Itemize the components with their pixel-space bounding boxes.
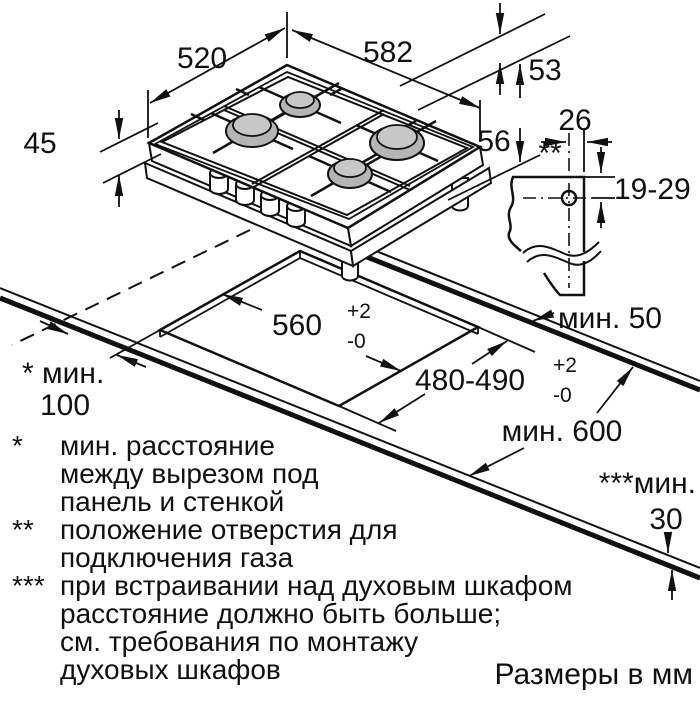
grate-frame bbox=[159, 75, 470, 217]
footnote-text: между вырезом под bbox=[60, 458, 318, 489]
arrowhead bbox=[487, 341, 507, 357]
extension-line bbox=[99, 122, 159, 153]
arrowhead bbox=[495, 63, 505, 84]
arrowhead bbox=[114, 118, 124, 139]
arrowhead bbox=[616, 367, 633, 387]
extension-line bbox=[102, 153, 162, 184]
footnote-text: положение отверстия для bbox=[60, 514, 398, 545]
burners bbox=[225, 91, 425, 189]
extension-line bbox=[338, 405, 397, 432]
gas-connection-detail bbox=[507, 129, 615, 297]
arrowhead bbox=[264, 28, 285, 42]
min-rear-gap-label: мин. 50 bbox=[558, 302, 662, 335]
arrowhead bbox=[587, 137, 608, 147]
burner-cap bbox=[232, 113, 272, 137]
grate-finger bbox=[313, 109, 342, 125]
grate-end-tick bbox=[190, 112, 205, 122]
cutout-width-tol-minus: -0 bbox=[347, 330, 366, 353]
arrowhead bbox=[515, 64, 525, 85]
arrowhead bbox=[495, 13, 505, 34]
extension-line bbox=[417, 35, 571, 111]
burner-cap bbox=[376, 124, 418, 150]
grate-end-tick bbox=[235, 87, 250, 97]
cutout-depth-tol-minus: -0 bbox=[553, 384, 572, 407]
footnote-text: см. требования по монтажу bbox=[60, 626, 418, 657]
dimension-annotations: 520 582 45 53 56 26 ** 19-29 560 + bbox=[22, 3, 696, 600]
arrowhead bbox=[596, 152, 606, 173]
arrowhead bbox=[533, 309, 555, 321]
arrowhead bbox=[150, 89, 171, 103]
footnote-text: подключения газа bbox=[60, 542, 294, 573]
arrowhead bbox=[117, 355, 139, 367]
dim-cutout-width-label: 560 bbox=[272, 309, 322, 342]
worktop-back-edge-thick bbox=[366, 254, 700, 393]
min-left-gap-label: * мин. bbox=[22, 357, 104, 390]
dim-body-height-label: 53 bbox=[528, 54, 561, 87]
arrowhead bbox=[458, 96, 480, 108]
grate-finger bbox=[258, 85, 287, 101]
dim-hob-depth-label: 520 bbox=[177, 42, 227, 75]
arrowhead bbox=[379, 408, 400, 423]
arrowhead bbox=[222, 294, 244, 306]
arrowhead bbox=[114, 175, 124, 196]
min-oven-gap-label: ***мин. bbox=[599, 467, 696, 500]
arrowhead bbox=[380, 358, 401, 371]
min-oven-gap-value: 30 bbox=[649, 503, 682, 536]
units-note: Размеры в мм bbox=[494, 658, 693, 691]
arrowhead bbox=[663, 532, 673, 553]
footnote-text: расстояние должно быть больше; bbox=[60, 598, 501, 629]
gas-hole-footnote-marker: ** bbox=[538, 137, 562, 170]
footnote-text: мин. расстояние bbox=[60, 430, 275, 461]
worktop-front-edge-thick bbox=[0, 295, 700, 581]
detail-profile-lower bbox=[542, 261, 586, 297]
dim-hob-width-label: 582 bbox=[363, 36, 413, 69]
worktop-front-edge-thin bbox=[0, 287, 700, 569]
extension-line bbox=[399, 13, 546, 87]
cutout-depth-tol-plus: +2 bbox=[553, 354, 577, 377]
arrowhead bbox=[292, 30, 314, 42]
min-left-gap-value: 100 bbox=[40, 389, 90, 422]
dim-cutout-depth-label: 480-490 bbox=[415, 364, 525, 397]
hob-rim bbox=[152, 71, 476, 220]
dim-gas-offset-label: 26 bbox=[558, 104, 591, 137]
dim-total-height-label: 56 bbox=[477, 125, 510, 158]
arrowhead bbox=[515, 141, 525, 162]
arrowhead bbox=[667, 570, 677, 591]
break-line bbox=[526, 250, 602, 266]
footnote-marker: *** bbox=[12, 570, 45, 601]
arrowhead bbox=[545, 137, 566, 147]
burner-cap bbox=[285, 91, 315, 109]
extension-line bbox=[447, 154, 541, 201]
dim-gas-depth-label: 19-29 bbox=[614, 173, 691, 206]
arrowhead bbox=[469, 462, 490, 476]
arrowhead bbox=[47, 321, 68, 334]
worktop-back-edge-thin bbox=[375, 250, 700, 382]
arrowhead bbox=[596, 202, 606, 223]
extension-line bbox=[477, 326, 536, 353]
footnotes-block: * мин. расстояние между вырезом под пане… bbox=[12, 430, 693, 691]
footnote-marker: ** bbox=[12, 514, 34, 545]
hob-isometric-view bbox=[143, 63, 493, 282]
grate-end-tick bbox=[329, 87, 342, 97]
dim-line-hob-depth bbox=[149, 27, 286, 104]
footnote-text: при встраивании над духовым шкафом bbox=[60, 570, 573, 601]
cutout-width-tol-plus: +2 bbox=[347, 300, 371, 323]
footnote-text: духовых шкафов bbox=[60, 654, 281, 685]
footnote-text: панель и стенкой bbox=[60, 486, 284, 517]
dim-front-height-label: 45 bbox=[23, 127, 56, 160]
burner-cap bbox=[333, 158, 367, 178]
grate-finger bbox=[312, 81, 340, 100]
footnote-marker: * bbox=[12, 430, 23, 461]
min-worktop-depth-label: мин. 600 bbox=[502, 415, 623, 448]
extension-line bbox=[109, 329, 161, 359]
break-line bbox=[522, 241, 600, 257]
hob-tray-right bbox=[349, 166, 493, 268]
detail-profile-upper bbox=[507, 175, 586, 252]
